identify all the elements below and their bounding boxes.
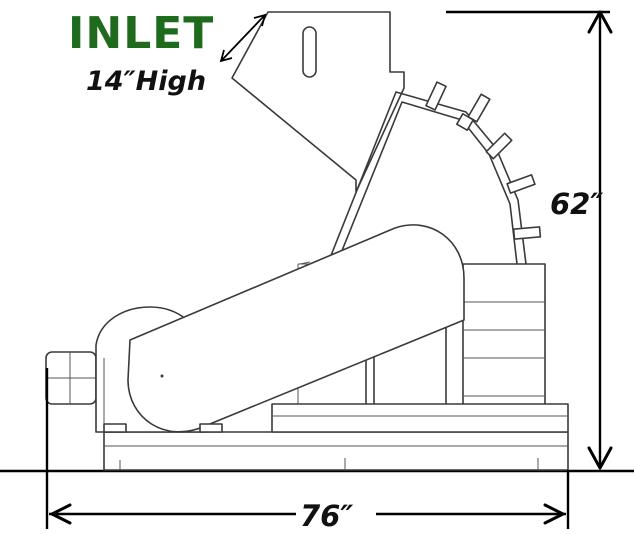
height-dimension <box>446 10 613 470</box>
belt-guard <box>127 224 465 433</box>
height-label: 62″ <box>550 187 604 221</box>
foot-right <box>199 423 223 433</box>
width-dimension <box>45 368 570 529</box>
hopper-slot <box>302 26 317 78</box>
guard-bolt <box>160 374 164 378</box>
inlet-title: INLET <box>68 8 215 59</box>
inlet-size-label: 14″High <box>86 66 207 97</box>
base-frame <box>103 431 569 471</box>
motor <box>45 351 97 405</box>
width-label: 76″ <box>300 499 354 533</box>
hammer-blades <box>425 81 542 240</box>
feed-hopper <box>231 11 405 193</box>
top-frame <box>329 91 527 265</box>
foot-left <box>103 423 127 433</box>
inlet-size-arrow <box>219 13 267 63</box>
rotor-housing <box>271 263 569 433</box>
